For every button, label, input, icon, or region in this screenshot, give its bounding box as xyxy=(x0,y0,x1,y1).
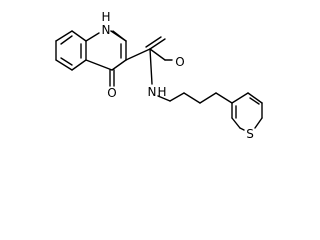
atom-s-thiophene: S xyxy=(246,127,254,141)
structure-drawing: H N O O N H S xyxy=(55,10,263,141)
atom-o-amide: O xyxy=(175,55,184,69)
molecule-canvas: H N O O N H S xyxy=(55,10,263,141)
atom-n-amide: N xyxy=(148,85,157,99)
atom-labels: H N O O N H S xyxy=(101,10,253,141)
benzene-ring xyxy=(55,30,87,71)
atom-n-ring: N xyxy=(102,23,111,37)
thiophene-ring xyxy=(231,92,263,129)
labeled-bonds xyxy=(112,30,263,131)
atom-h-amide: H xyxy=(157,85,166,99)
atom-o-keto: O xyxy=(107,86,116,100)
ethyl-linker xyxy=(169,92,233,104)
keto-group xyxy=(109,69,115,87)
amide-group xyxy=(125,36,166,61)
atom-h-ring: H xyxy=(101,10,110,24)
